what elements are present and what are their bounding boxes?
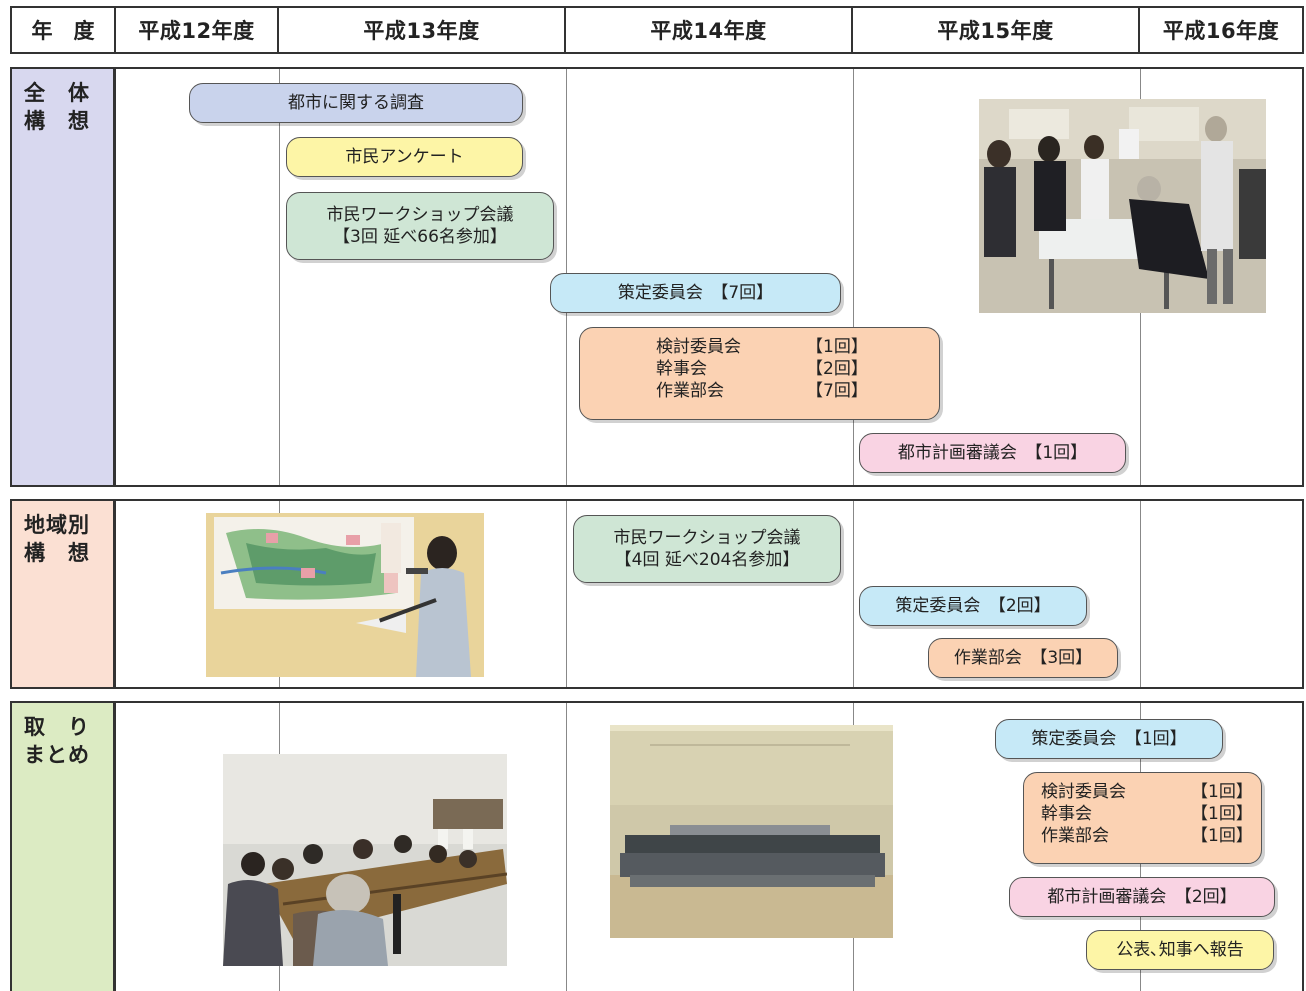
workshop-line2: 【3回 延べ66名参加】 [333,227,507,247]
planning-council-bar: 都市計画審議会 【1回】 [859,433,1126,473]
review-row-name: 検討委員会 [1041,782,1126,802]
divider-h14 [566,501,567,687]
regional-workshop-bar: 市民ワークショップ会議 【4回 延べ204名参加】 [573,515,841,583]
questionnaire-bar: 市民アンケート [286,137,523,177]
regional-working-group-bar: 作業部会 【3回】 [928,638,1118,678]
summary-committee-bar: 策定委員会 【1回】 [995,719,1223,759]
survey-text: 都市に関する調査 [288,93,424,113]
meeting-photo [223,754,507,966]
divider-h15 [853,69,854,485]
review-row-name: 幹事会 [656,359,707,379]
divider-h16 [1140,501,1141,687]
review-row-name: 検討委員会 [656,337,741,357]
header-h15: 平成15年度 [853,6,1140,54]
regional-working-group-text: 作業部会 【3回】 [953,648,1093,668]
regional-label-line1: 地域別 [24,513,90,537]
review-row-count: 【1回】 [1191,804,1253,824]
year-h14-text: 平成14年度 [650,19,767,43]
summary-label-line2: まとめ [24,743,90,767]
header-h14: 平成14年度 [566,6,853,54]
section-regional-label: 地域別 構 想 [12,501,116,687]
questionnaire-text: 市民アンケート [345,147,464,167]
overall-label-line1: 全 体 [24,81,90,105]
review-row-name: 作業部会 [656,381,724,401]
review-row-count: 【1回】 [806,337,868,357]
workshop-bar: 市民ワークショップ会議 【3回 延べ66名参加】 [286,192,554,260]
review-row: 幹事会 【2回】 [656,358,939,380]
year-h12-text: 平成12年度 [138,19,255,43]
header-h16: 平成16年度 [1140,6,1304,54]
planning-council-text: 都市計画審議会 【1回】 [897,443,1088,463]
year-h13-text: 平成13年度 [363,19,480,43]
divider-h14 [566,703,567,991]
section-summary-label: 取 り まとめ [12,703,116,991]
review-bar: 検討委員会 【1回】 幹事会 【2回】 作業部会 【7回】 [579,327,940,420]
summary-review-bar: 検討委員会 【1回】 幹事会 【1回】 作業部会 【1回】 [1023,772,1262,864]
workshop-photo [979,99,1266,313]
divider-h13 [279,69,280,485]
section-regional: 地域別 構 想 市民ワークショップ会議 【4回 延べ204名参加】 [10,499,1304,689]
regional-workshop-line2: 【4回 延べ204名参加】 [614,550,800,570]
review-row: 検討委員会 【1回】 [656,336,939,358]
committee-text: 策定委員会 【7回】 [617,283,774,303]
section-summary: 取 り まとめ [10,701,1304,991]
group-photo [610,725,893,938]
overall-label-line2: 構 想 [24,109,90,133]
report-bar: 公表､知事へ報告 [1086,930,1274,970]
regional-committee-text: 策定委員会 【2回】 [895,596,1051,616]
report-text: 公表､知事へ報告 [1116,940,1244,960]
presentation-photo [206,513,484,677]
header-year-label: 年 度 [10,6,116,54]
review-row-name: 幹事会 [1041,804,1092,824]
header-h13: 平成13年度 [279,6,566,54]
survey-bar: 都市に関する調査 [189,83,523,123]
review-row: 検討委員会 【1回】 [1041,781,1261,803]
review-row-count: 【1回】 [1191,782,1253,802]
year-h15-text: 平成15年度 [937,19,1054,43]
review-row-name: 作業部会 [1041,826,1109,846]
review-row: 作業部会 【1回】 [1041,825,1261,847]
review-row: 幹事会 【1回】 [1041,803,1261,825]
summary-planning-council-bar: 都市計画審議会 【2回】 [1009,877,1275,917]
review-row-count: 【7回】 [806,381,868,401]
committee-bar: 策定委員会 【7回】 [550,273,841,313]
workshop-line1: 市民ワークショップ会議 [326,205,514,225]
regional-label-line2: 構 想 [24,541,90,565]
regional-committee-bar: 策定委員会 【2回】 [859,586,1087,626]
review-row-count: 【1回】 [1191,826,1253,846]
section-overall-label: 全 体 構 想 [12,69,116,485]
section-overall: 全 体 構 想 都市に関する調査 市民アンケート 市民ワークショップ会議 【3回… [10,67,1304,487]
summary-planning-council-text: 都市計画審議会 【2回】 [1047,887,1237,907]
year-label-text: 年 度 [31,19,95,43]
regional-workshop-line1: 市民ワークショップ会議 [613,528,801,548]
year-h16-text: 平成16年度 [1162,19,1280,43]
review-row: 作業部会 【7回】 [656,380,939,402]
review-row-count: 【2回】 [806,359,868,379]
summary-label-line1: 取 り [24,715,90,739]
divider-h15 [853,501,854,687]
header-h12: 平成12年度 [116,6,279,54]
summary-committee-text: 策定委員会 【1回】 [1031,729,1187,749]
